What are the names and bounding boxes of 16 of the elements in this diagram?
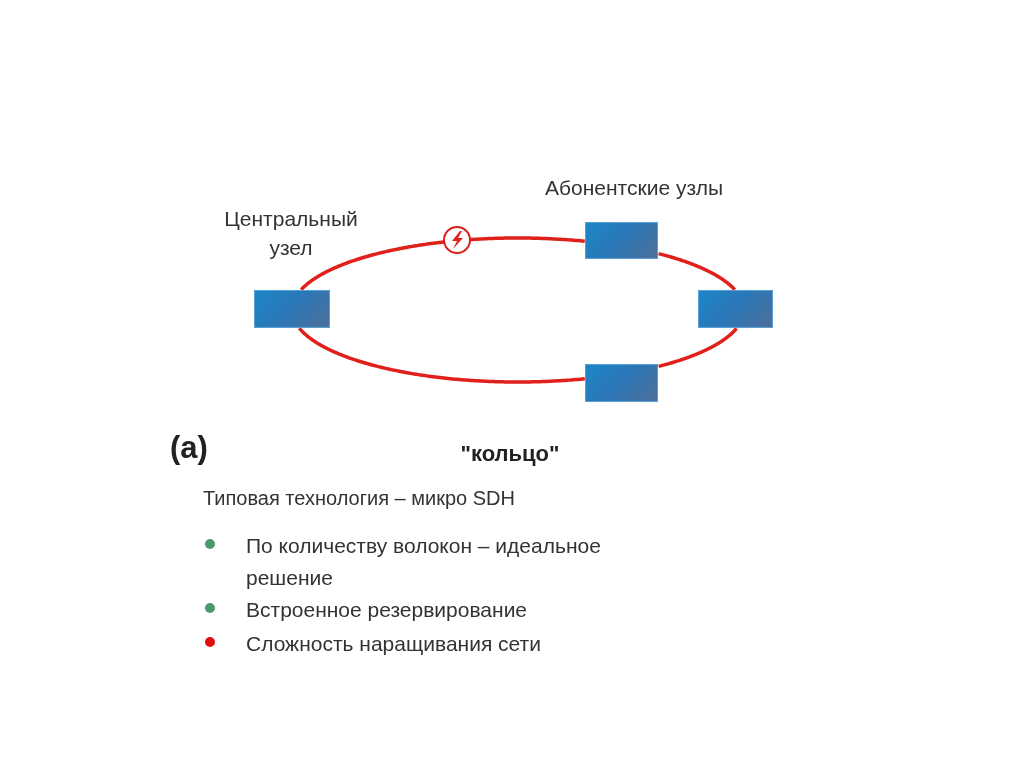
ring-link: [657, 327, 738, 369]
group-caption: Абонентские узлы: [545, 176, 724, 200]
ring-link: [657, 251, 737, 292]
node-box: [585, 364, 658, 402]
node-box: [585, 222, 658, 259]
bullet-text: Встроенное резервирование: [246, 597, 529, 623]
ring-link: [298, 327, 585, 384]
node-box: [254, 290, 330, 328]
topology-name: "кольцо": [459, 441, 561, 467]
node-caption: Центральный узел: [223, 206, 359, 261]
bullet-text: По количеству волокон – идеальное решение: [246, 533, 602, 591]
ring-link: [299, 236, 585, 291]
node-box: [698, 290, 773, 328]
bullet-text: Сложность наращивания сети: [246, 631, 542, 657]
technology-note: Типовая технология – микро SDH: [203, 487, 515, 510]
panel-letter: (a): [170, 430, 208, 466]
